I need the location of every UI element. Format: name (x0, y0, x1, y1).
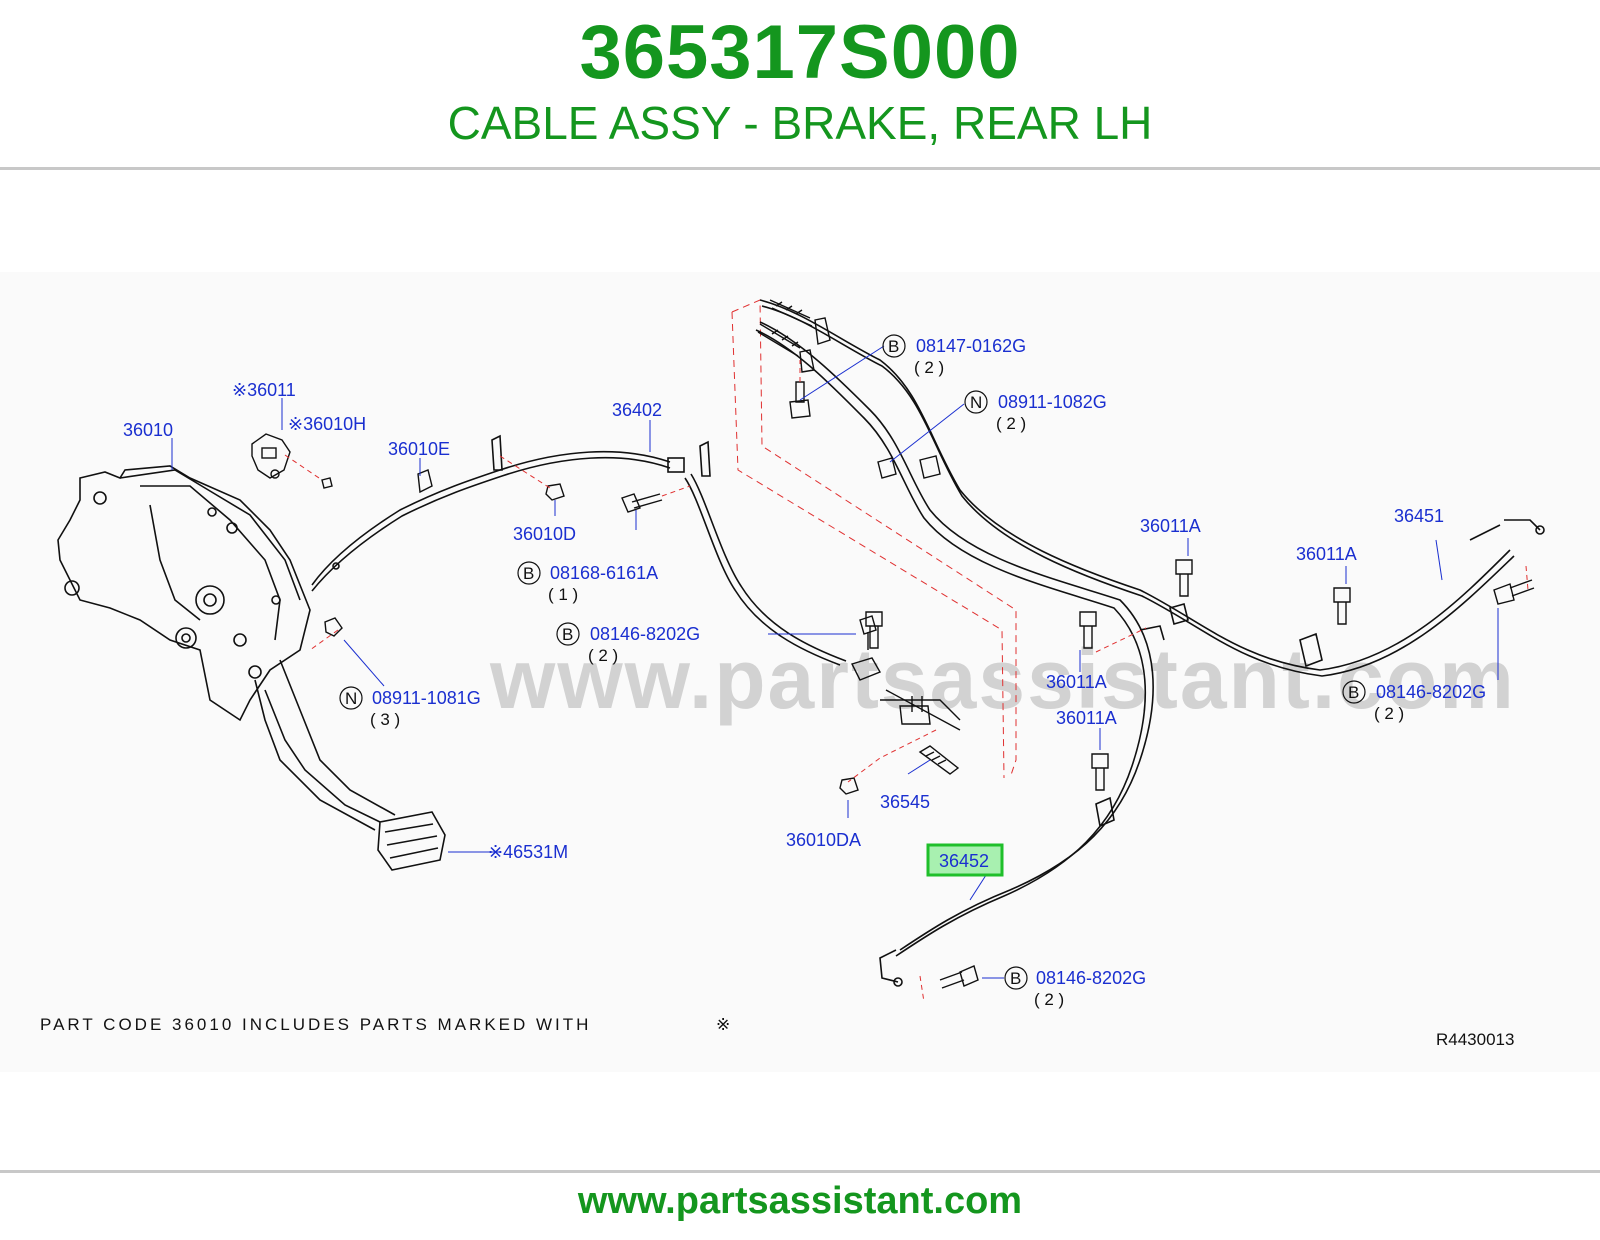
qualifier-b-5: B (1010, 969, 1021, 988)
rear-cable-left-36452-drawing (755, 321, 1165, 987)
page-header: 365317S000 CABLE ASSY - BRAKE, REAR LH (0, 0, 1600, 168)
qualifier-n-circle-1 (339, 686, 363, 710)
qty-08146-8202G-right: ( 2 ) (1374, 704, 1404, 723)
leader-lines (171, 345, 1499, 979)
bolt-08146-8202G-bottom-drawing (939, 965, 979, 989)
qualifier-b-circle-4 (1342, 680, 1366, 704)
callout-36011A-upper-right[interactable]: 36011A (1296, 544, 1357, 564)
bolt-08147-0162G-drawing (789, 381, 811, 419)
dash-36010H (284, 454, 323, 481)
callout-08168-6161A[interactable]: 08168-6161A (550, 563, 658, 583)
dash-08911-1081G (309, 629, 339, 651)
nut-36010D-drawing (545, 483, 565, 501)
dash-08168 (661, 485, 691, 497)
qty-08146-8202G-center: ( 2 ) (588, 646, 618, 665)
qualifier-b-circle-5 (1004, 966, 1028, 990)
callout-36011[interactable]: ※36011 (232, 380, 296, 400)
bolt-08168-6161A-drawing (621, 493, 663, 513)
nut-08911-1082G-drawing (877, 457, 897, 479)
pedal-assembly-drawing (57, 465, 446, 871)
dash-08146-bottom (919, 975, 925, 1003)
qty-08146-8202G-bottom: ( 2 ) (1034, 990, 1064, 1009)
qualifier-n-2: N (970, 393, 982, 412)
dash-36010DA (847, 729, 937, 783)
footer-divider (0, 1170, 1600, 1173)
qty-08911-1081G: ( 3 ) (370, 710, 400, 729)
diagram-panel (0, 272, 1600, 1072)
part-code-note: PART CODE 36010 INCLUDES PARTS MARKED WI… (40, 1015, 591, 1034)
qualifier-b-1: B (523, 564, 534, 583)
qty-08147-0162G: ( 2 ) (914, 358, 944, 377)
qualifier-b-circle-3 (882, 334, 906, 358)
qualifier-n-circle-2 (964, 390, 988, 414)
callout-36011A-mid[interactable]: 36011A (1046, 672, 1107, 692)
callout-36402[interactable]: 36402 (612, 400, 662, 420)
callout-08146-8202G-center[interactable]: 08146-8202G (590, 624, 700, 644)
front-cable-36402-drawing (311, 434, 847, 666)
callout-08911-1081G[interactable]: 08911-1081G (372, 688, 481, 708)
callout-36011A-upper-left[interactable]: 36011A (1140, 516, 1201, 536)
callout-36545[interactable]: 36545 (880, 792, 930, 812)
qualifier-b-2: B (562, 625, 573, 644)
note-symbol: ※ (716, 1015, 730, 1034)
callout-08147-0162G[interactable]: 08147-0162G (916, 336, 1026, 356)
callout-36010DA[interactable]: 36010DA (786, 830, 861, 850)
clip-36010E-drawing (417, 469, 433, 494)
nut-08911-1081G-drawing (324, 617, 343, 637)
callout-08146-8202G-bottom[interactable]: 08146-8202G (1036, 968, 1146, 988)
qty-08168-6161A: ( 1 ) (548, 585, 578, 604)
callout-36010[interactable]: 36010 (123, 420, 173, 440)
switch-36011-drawing (251, 433, 333, 489)
drawing-number: R4430013 (1436, 1030, 1514, 1049)
callout-08911-1082G[interactable]: 08911-1082G (998, 392, 1107, 412)
qualifier-b-3: B (888, 337, 899, 356)
qualifier-n-1: N (345, 689, 357, 708)
callout-36452-highlighted[interactable]: 36452 (939, 851, 989, 871)
callout-36010D[interactable]: 36010D (513, 524, 576, 544)
equalizer-dashed-outline (731, 299, 1017, 779)
qty-08911-1082G: ( 2 ) (996, 414, 1026, 433)
cable-end-fittings-drawing (757, 299, 831, 373)
rear-cable-right-36451-drawing (759, 299, 1545, 677)
highlight-box-36452 (926, 843, 1004, 877)
part-number-title: 365317S000 (579, 10, 1021, 95)
header-divider (0, 167, 1600, 170)
watermark: www.partsassistant.com (489, 632, 1516, 726)
callout-46531M[interactable]: ※46531M (488, 842, 568, 862)
callout-08146-8202G-right[interactable]: 08146-8202G (1376, 682, 1486, 702)
callout-36011A-lower[interactable]: 36011A (1056, 708, 1117, 728)
qualifier-b-circle-2 (556, 622, 580, 646)
bolt-08146-8202G-right-drawing (1493, 579, 1535, 605)
dash-08146-right (1525, 565, 1529, 591)
dash-36010D (499, 455, 551, 489)
dash-36011A (1095, 627, 1147, 653)
part-description: CABLE ASSY - BRAKE, REAR LH (447, 97, 1153, 149)
equalizer-drawing (839, 615, 961, 795)
callout-36451[interactable]: 36451 (1394, 506, 1444, 526)
bracket-upper-drawing (919, 455, 941, 479)
bolt-36011A-drawing (865, 559, 1351, 791)
footer-website-link[interactable]: www.partsassistant.com (577, 1180, 1023, 1222)
callout-36010E[interactable]: 36010E (388, 439, 450, 459)
callout-36010H[interactable]: ※36010H (288, 414, 366, 434)
qualifier-b-4: B (1348, 683, 1359, 702)
qualifier-b-circle-1 (517, 561, 541, 585)
